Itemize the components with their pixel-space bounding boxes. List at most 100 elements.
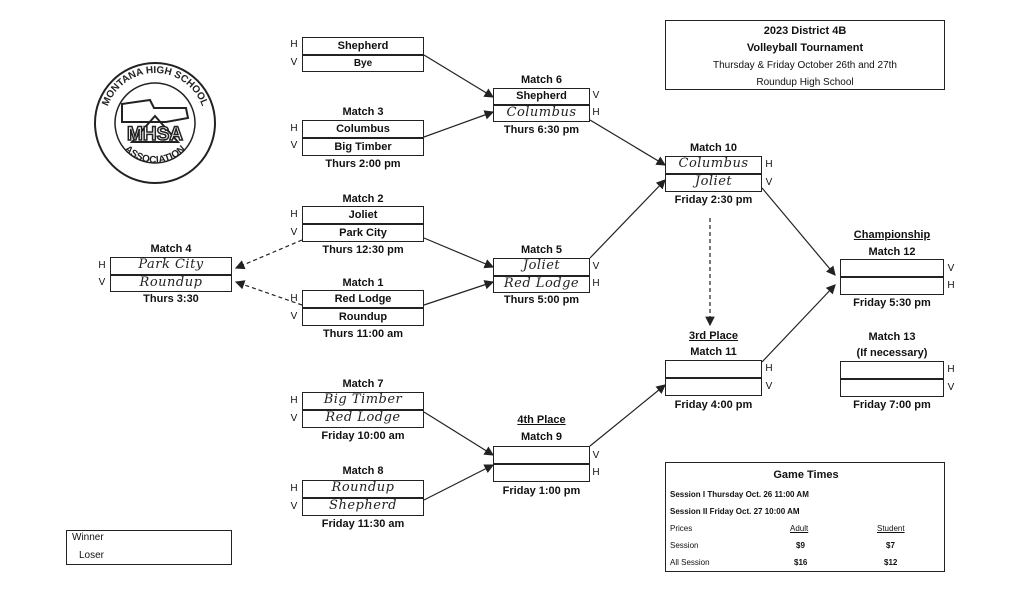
line-m11-to-m12 <box>761 284 836 363</box>
match-time: Thurs 12:30 pm <box>322 244 404 256</box>
student-label: Student <box>877 524 905 533</box>
line-m6-to-m10 <box>589 119 667 166</box>
visitor-marker: V <box>290 413 298 424</box>
match-heading: Championship <box>853 229 931 241</box>
match-title: Match 12 <box>868 246 916 258</box>
team-slot: Columbus <box>665 156 762 174</box>
team-slot: Joliet <box>665 174 762 192</box>
team-slot: Bye <box>302 55 424 72</box>
visitor-marker: V <box>765 177 773 188</box>
home-marker: H <box>592 107 600 118</box>
team-slot: Roundup <box>110 275 232 292</box>
home-marker: H <box>947 280 955 291</box>
visitor-marker: V <box>592 261 600 272</box>
legend-box: Winner Loser <box>66 530 232 565</box>
match-title: Match 10 <box>689 142 738 154</box>
session2-text: Session II Friday Oct. 27 10:00 AM <box>670 507 800 516</box>
logo-ring-text: MONTANA HIGH SCHOOL <box>100 65 209 108</box>
home-marker: H <box>290 293 298 304</box>
match-subtitle: (If necessary) <box>856 347 928 359</box>
match-time: Thurs 2:00 pm <box>325 158 401 170</box>
home-marker: H <box>592 278 600 289</box>
team-slot: Shepherd <box>493 88 590 105</box>
team-slot: Joliet <box>302 206 424 224</box>
match-title: Match 11 <box>690 346 737 358</box>
legend-winner-label: Winner <box>72 532 104 543</box>
team-slot: Joliet <box>493 258 590 276</box>
team-slot: Park City <box>110 257 232 275</box>
team-slot: Red Lodge <box>302 410 424 428</box>
home-marker: H <box>98 260 106 271</box>
visitor-marker: V <box>765 381 773 392</box>
team-slot: Roundup <box>302 308 424 326</box>
team-slot: Big Timber <box>302 392 424 410</box>
match-title: Match 4 <box>150 243 192 255</box>
team-slot <box>493 446 590 464</box>
header-line3: Thursday & Friday October 26th and 27th <box>713 60 897 71</box>
home-marker: H <box>765 159 773 170</box>
team-slot: Roundup <box>302 480 424 498</box>
price-row-adult: $9 <box>796 541 805 550</box>
match-title: Match 5 <box>521 244 562 256</box>
price-row-label: All Session <box>670 558 710 567</box>
match-time: Friday 4:00 pm <box>674 399 753 411</box>
home-marker: H <box>947 364 955 375</box>
match-time: Friday 5:30 pm <box>853 297 931 309</box>
price-row-label: Session <box>670 541 699 550</box>
match-time: Friday 11:30 am <box>321 518 405 530</box>
team-slot: Shepherd <box>302 498 424 516</box>
match-time: Thurs 6:30 pm <box>503 124 580 136</box>
team-slot <box>493 464 590 482</box>
line-m7-to-m9 <box>423 411 495 456</box>
tournament-header: 2023 District 4B Volleyball Tournament T… <box>665 20 945 90</box>
game-times-title: Game Times <box>773 469 839 481</box>
team-slot: Red Lodge <box>493 276 590 293</box>
home-marker: H <box>592 467 600 478</box>
montana-shape-icon <box>121 98 190 123</box>
line-m2-to-m5 <box>423 237 495 269</box>
line-m0-to-m6 <box>423 54 495 98</box>
visitor-marker: V <box>947 263 955 274</box>
team-slot <box>840 259 944 277</box>
header-line4: Roundup High School <box>756 77 854 88</box>
visitor-marker: V <box>290 311 298 322</box>
line-m8-to-m9 <box>423 464 495 501</box>
line-m3-to-m6 <box>423 110 495 138</box>
team-slot: Red Lodge <box>302 290 424 308</box>
price-row-student: $7 <box>886 541 895 550</box>
team-slot: Shepherd <box>302 37 424 55</box>
match-time: Friday 10:00 am <box>321 430 405 442</box>
visitor-marker: V <box>592 450 600 461</box>
visitor-marker: V <box>290 57 298 68</box>
match-time: Friday 1:00 pm <box>502 485 581 497</box>
logo-center-text: MHSA <box>127 124 183 145</box>
game-times-box: Game Times Session I Thursday Oct. 26 11… <box>665 462 945 572</box>
match-title: Match 9 <box>521 431 562 443</box>
team-slot <box>665 360 762 378</box>
team-slot <box>840 361 944 379</box>
match-heading: 4th Place <box>517 414 566 426</box>
match-title: Match 1 <box>342 277 384 289</box>
prices-label: Prices <box>670 524 693 533</box>
session1-text: Session I Thursday Oct. 26 11:00 AM <box>670 490 809 499</box>
visitor-marker: V <box>592 90 600 101</box>
svg-text:ASSOCIATION: ASSOCIATION <box>122 144 188 166</box>
visitor-marker: V <box>290 227 298 238</box>
match-time: Friday 2:30 pm <box>674 194 753 206</box>
match-title: Match 7 <box>342 378 384 390</box>
match-title: Match 8 <box>342 465 384 477</box>
team-slot: Columbus <box>302 120 424 138</box>
match-title: Match 2 <box>342 193 384 205</box>
header-line1: 2023 District 4B <box>763 25 847 37</box>
loser-line-m2-to-m4 <box>234 239 303 270</box>
adult-label: Adult <box>790 524 809 533</box>
home-marker: H <box>290 39 298 50</box>
match-time: Thurs 3:30 <box>143 293 199 305</box>
match-title: Match 3 <box>342 106 384 118</box>
team-slot: Park City <box>302 224 424 242</box>
team-slot <box>840 277 944 295</box>
home-marker: H <box>290 209 298 220</box>
line-m1-to-m5 <box>423 280 495 306</box>
visitor-marker: V <box>290 501 298 512</box>
home-marker: H <box>290 123 298 134</box>
